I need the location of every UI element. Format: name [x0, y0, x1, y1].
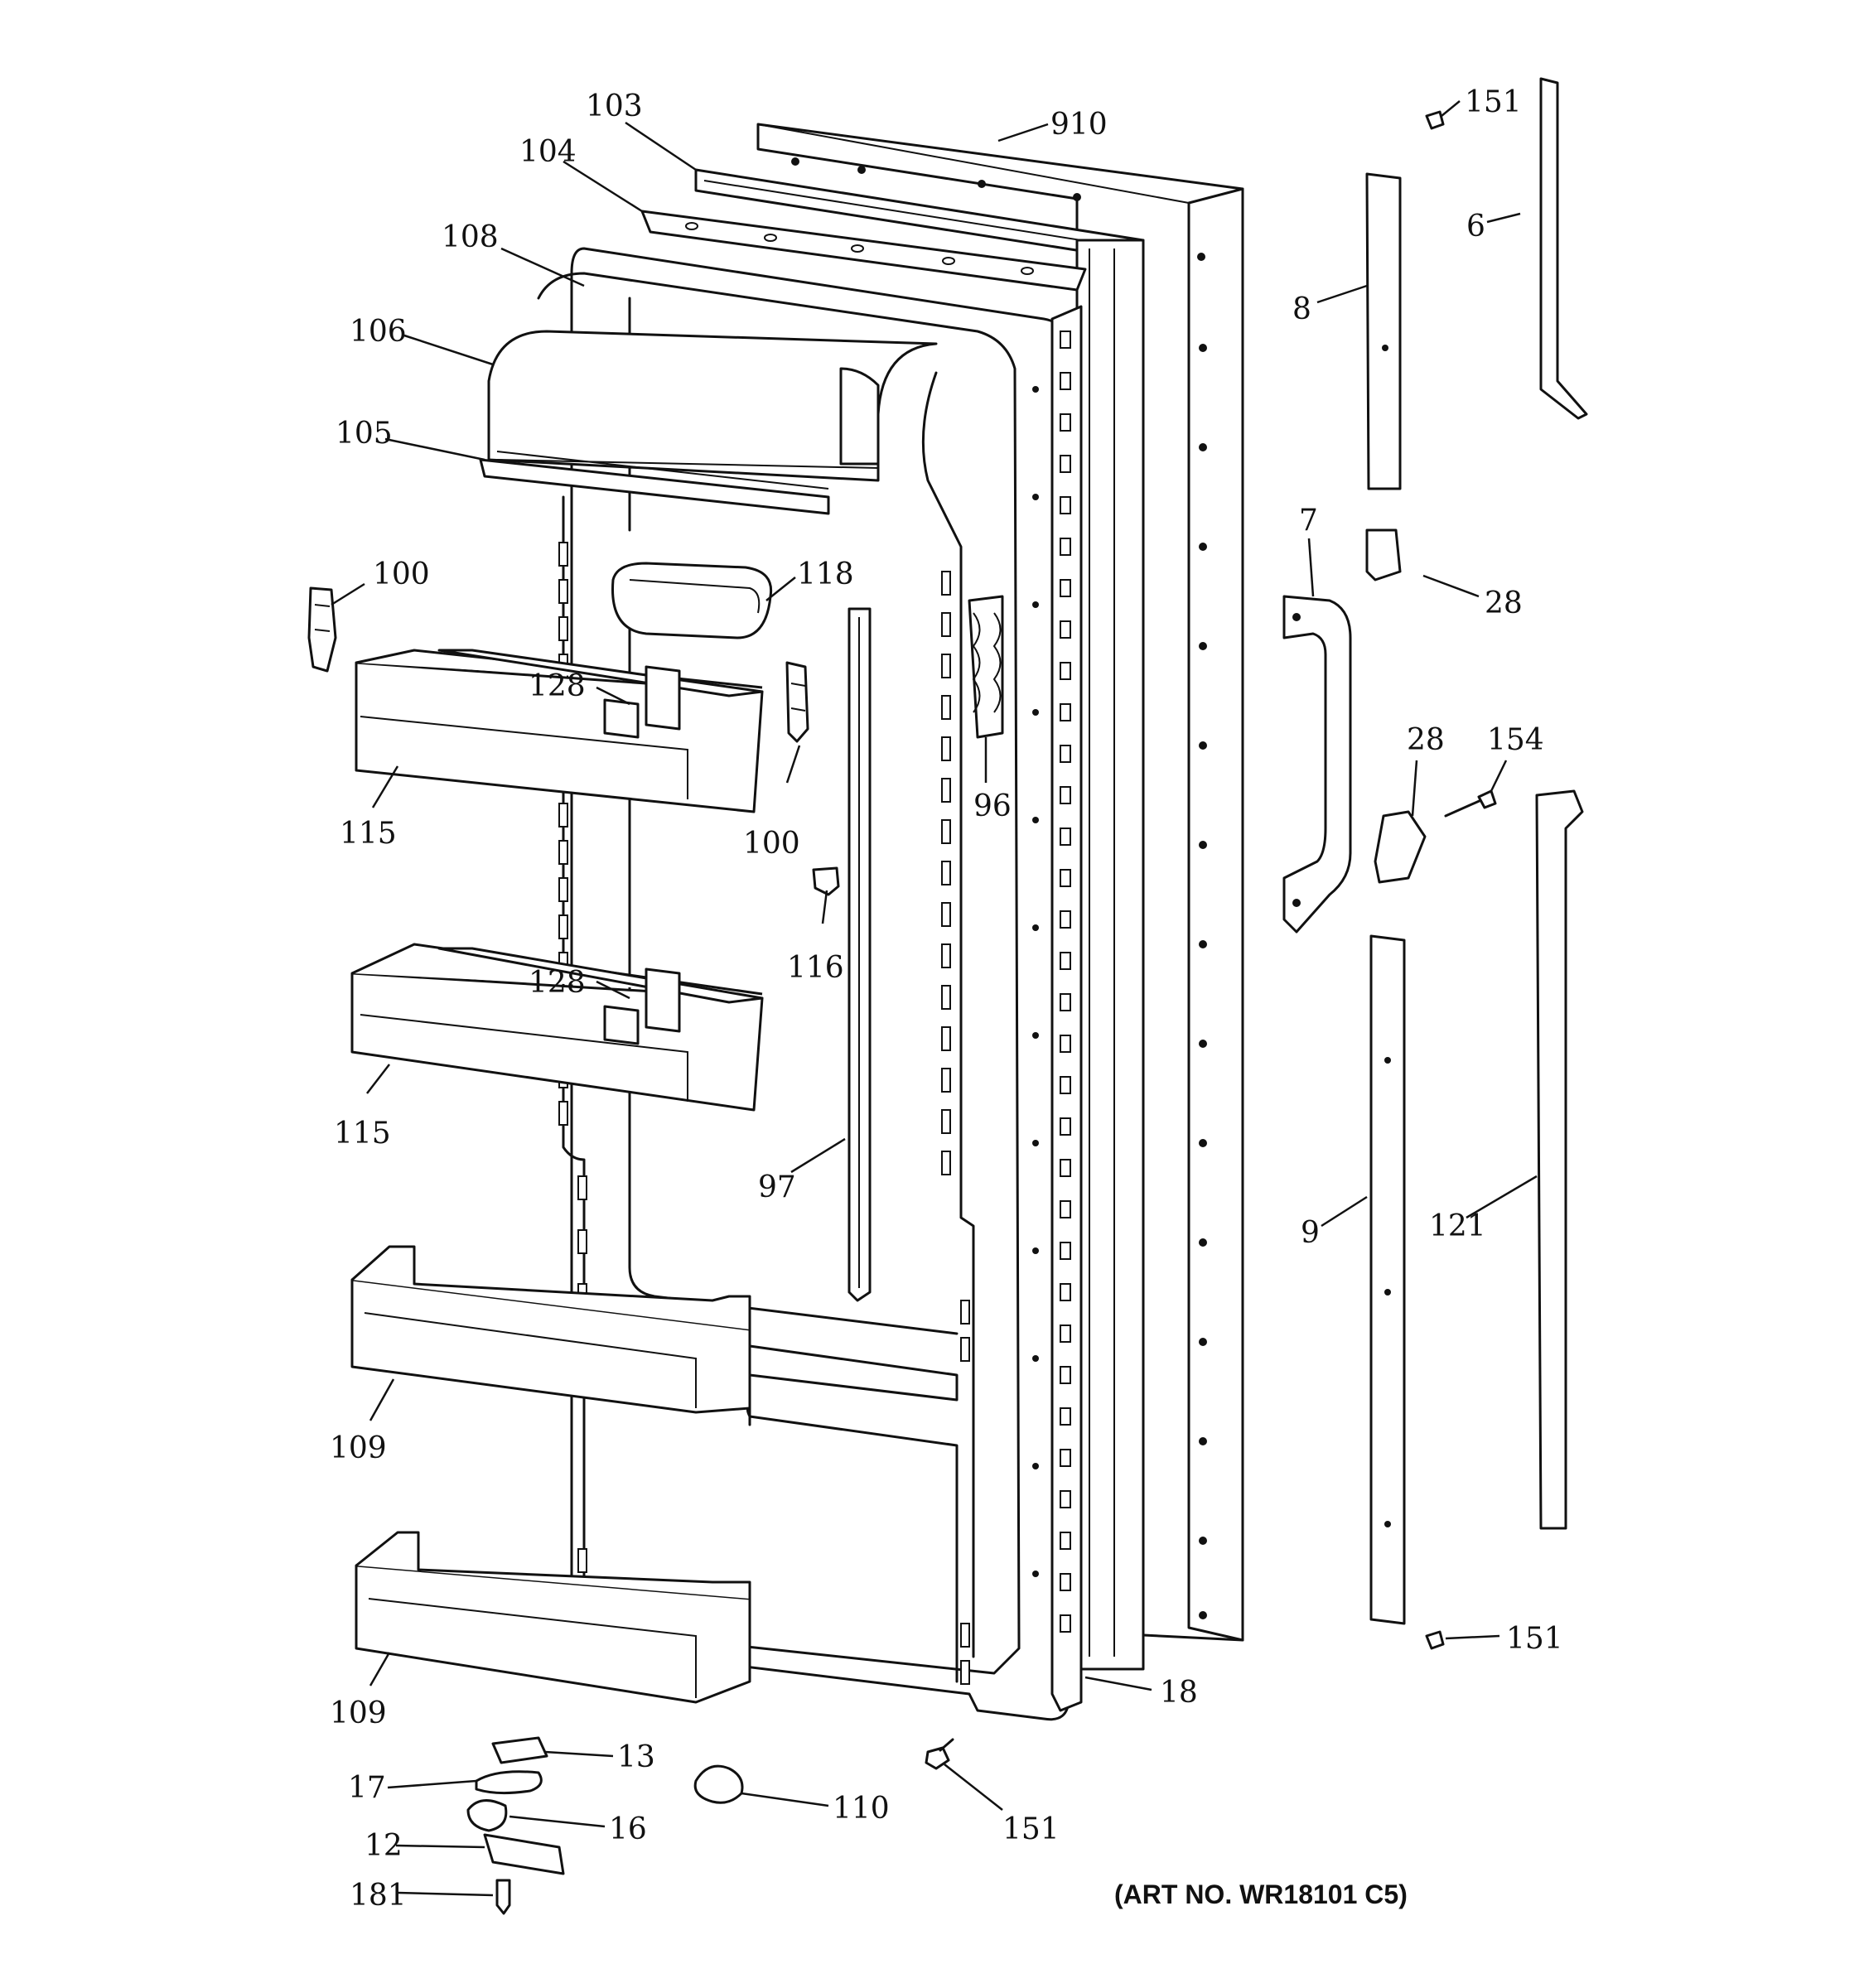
- part-154-screw: [1444, 789, 1497, 818]
- label-151a: 151: [1465, 85, 1522, 119]
- label-12: 12: [365, 1829, 403, 1863]
- part-115-shelf-lower: [350, 943, 764, 1112]
- label-910: 910: [1050, 108, 1108, 142]
- part-151-screw-top: [1425, 110, 1445, 130]
- part-97-vertical-strip: [847, 607, 872, 1302]
- label-100b: 100: [743, 827, 800, 861]
- label-121: 121: [1429, 1209, 1486, 1243]
- label-108: 108: [442, 220, 499, 254]
- label-128a: 128: [529, 669, 586, 703]
- part-105-dairy-rail: [479, 451, 830, 515]
- leader-lines: [331, 100, 1538, 1897]
- label-118: 118: [797, 557, 854, 591]
- part-118-oval-component: [611, 562, 773, 639]
- label-7: 7: [1299, 504, 1318, 538]
- label-115b: 115: [334, 1117, 391, 1151]
- label-13: 13: [617, 1740, 655, 1774]
- label-100a: 100: [373, 557, 430, 591]
- part-17-washer: [475, 1770, 543, 1795]
- label-9: 9: [1301, 1216, 1320, 1250]
- part-103-gasket-frame: [694, 168, 1145, 1671]
- part-13-hinge-plate: [491, 1736, 548, 1764]
- label-109b: 109: [330, 1696, 387, 1730]
- part-28-hinge-upper: [1365, 528, 1402, 581]
- part-28-hinge-lower: [1374, 810, 1427, 884]
- part-109-bin-lower: [355, 1531, 751, 1704]
- part-181-screw: [495, 1879, 511, 1915]
- label-104: 104: [519, 135, 577, 169]
- label-28a: 28: [1485, 586, 1523, 620]
- part-116-plug: [812, 866, 840, 896]
- part-100-clip-left: [307, 586, 337, 673]
- callout-labels: 103 910 104 108 106 105 100 118 128 100 …: [330, 85, 1563, 1913]
- label-16: 16: [609, 1812, 647, 1846]
- part-96-channel-bracket: [968, 595, 1004, 739]
- label-115a: 115: [340, 817, 397, 851]
- part-151-screw-right: [1425, 1630, 1445, 1650]
- label-151b: 151: [1506, 1622, 1563, 1656]
- part-9-lower-trim: [1369, 934, 1406, 1625]
- part-106-dairy-door: [487, 330, 938, 482]
- label-181: 181: [350, 1879, 407, 1913]
- part-12-hinge-bracket: [483, 1833, 565, 1875]
- label-103: 103: [586, 89, 643, 123]
- label-6: 6: [1466, 210, 1485, 244]
- label-151c: 151: [1002, 1812, 1060, 1846]
- part-18-door-gasket: [1032, 305, 1083, 1712]
- label-97: 97: [758, 1170, 796, 1204]
- label-8: 8: [1292, 292, 1311, 326]
- label-28b: 28: [1407, 723, 1445, 757]
- part-109-bin-upper: [350, 1245, 751, 1414]
- part-121-long-trim: [1535, 789, 1584, 1530]
- label-116: 116: [787, 951, 844, 985]
- part-16-bushing: [466, 1799, 508, 1832]
- part-115-shelf-upper: [355, 649, 764, 813]
- label-128b: 128: [529, 966, 586, 1000]
- part-100-clip-right: [785, 661, 809, 743]
- part-6-top-trim: [1539, 77, 1588, 420]
- label-105: 105: [336, 417, 393, 451]
- label-109a: 109: [330, 1431, 387, 1465]
- art-number: (ART NO. WR18101 C5): [1114, 1879, 1408, 1909]
- part-110-cap: [693, 1764, 744, 1804]
- label-96: 96: [973, 789, 1012, 823]
- label-17: 17: [348, 1771, 386, 1805]
- label-154: 154: [1487, 723, 1544, 757]
- label-106: 106: [350, 315, 407, 349]
- part-151-screw-bottom: [925, 1738, 954, 1770]
- label-18: 18: [1160, 1676, 1198, 1710]
- part-7-handle: [1282, 595, 1352, 934]
- label-110: 110: [833, 1792, 890, 1826]
- part-8-upper-trim: [1365, 172, 1402, 490]
- part-104-retainer-strip: [640, 210, 1087, 292]
